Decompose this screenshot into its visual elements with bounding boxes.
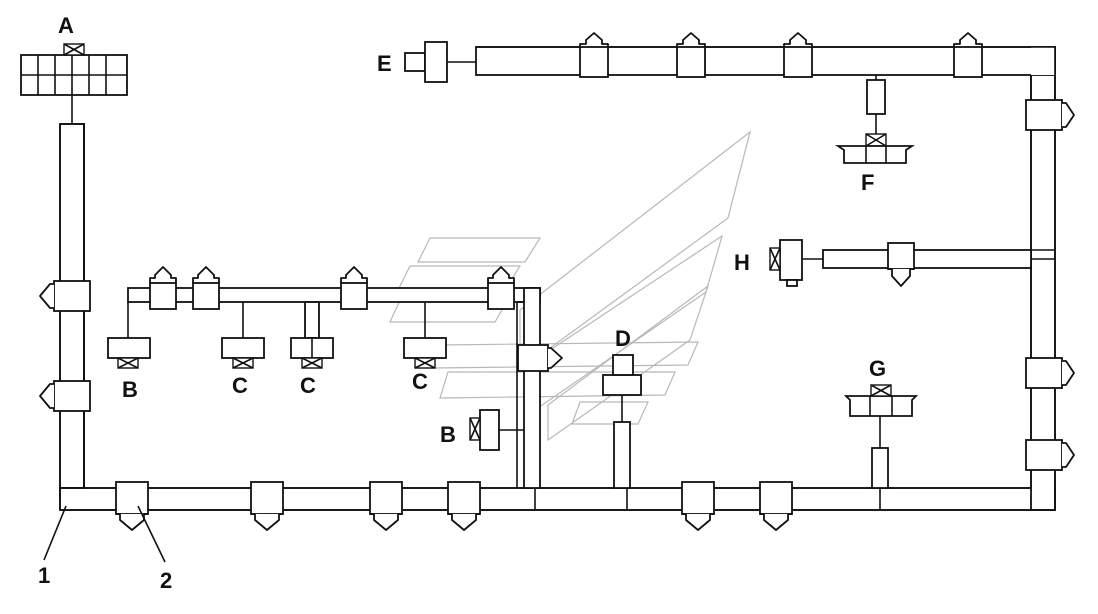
- label-f: F: [861, 170, 874, 195]
- unit-f: [835, 75, 915, 164]
- branch-system: [107, 266, 563, 489]
- leader-line-2: [137, 505, 166, 563]
- watermark-logo: [389, 130, 752, 442]
- label-h: H: [734, 250, 750, 275]
- bottom-outlets: [115, 481, 793, 531]
- unit-d: [602, 354, 642, 489]
- label-1: 1: [38, 563, 50, 588]
- label-c2: C: [300, 373, 316, 398]
- label-b2: B: [440, 422, 456, 447]
- unit-a: [20, 43, 128, 124]
- label-g: G: [869, 356, 886, 381]
- label-e: E: [377, 51, 392, 76]
- top-outlets: [579, 32, 983, 78]
- unit-h: [769, 239, 1032, 287]
- duct-joints: [534, 249, 1055, 510]
- unit-g: [843, 384, 919, 489]
- label-a: A: [58, 13, 74, 38]
- main-duct-bottom: [59, 123, 1056, 511]
- label-b1: B: [122, 377, 138, 402]
- leader-line-1: [43, 505, 67, 561]
- left-outlets: [39, 280, 91, 412]
- label-d: D: [615, 326, 631, 351]
- right-outlets: [1025, 99, 1075, 471]
- label-c3: C: [412, 369, 428, 394]
- label-c1: C: [232, 373, 248, 398]
- unit-e: [404, 41, 476, 83]
- label-2: 2: [160, 568, 172, 593]
